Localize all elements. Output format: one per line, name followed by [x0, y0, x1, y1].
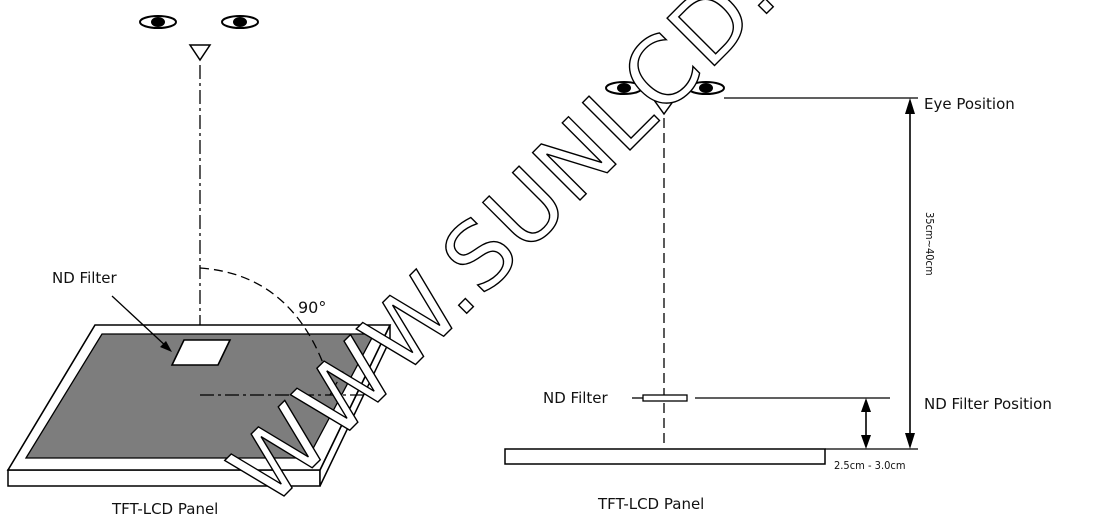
distance-arrow-top — [905, 98, 915, 114]
right-nd-filter — [642, 394, 688, 402]
right-diagram-left-eye-icon — [605, 81, 643, 95]
right-diagram-right-eye-icon — [687, 81, 725, 95]
left-eye-icon — [139, 15, 177, 29]
angle-label: 90° — [298, 298, 326, 317]
nd-filter-arrowhead — [160, 341, 172, 352]
gap-arrow-bottom — [861, 435, 871, 449]
right-viewpoint-triangle-icon — [652, 99, 676, 116]
right-panel-label: TFT-LCD Panel — [597, 495, 704, 513]
nd-filter-square — [170, 339, 232, 366]
eye-position-label: Eye Position — [924, 95, 1015, 113]
watermark-text: WWW.SUNLCD.N — [210, 0, 847, 522]
right-nd-filter-label: ND Filter — [543, 389, 609, 407]
distance-arrow-bottom — [905, 433, 915, 449]
left-nd-filter-label: ND Filter — [52, 269, 118, 287]
right-panel-bar — [504, 448, 826, 465]
angle-arc — [199, 267, 333, 391]
nd-filter-position-label: ND Filter Position — [924, 395, 1052, 413]
left-panel-label: TFT-LCD Panel — [111, 500, 218, 518]
right-setup: ND Filter Eye Position ND Filter Positio… — [504, 81, 1052, 513]
viewpoint-triangle-icon — [188, 44, 212, 62]
left-setup: ND Filter 90° TFT-LCD Panel — [6, 15, 392, 518]
panel-active-area — [24, 333, 376, 459]
gap-arrow-top — [861, 398, 871, 412]
distance-label: 35cm~40cm — [923, 212, 936, 276]
panel-tilt-line — [329, 367, 346, 396]
gap-label: 2.5cm - 3.0cm — [834, 459, 905, 472]
nd-filter-leader — [111, 295, 169, 349]
right-eye-icon — [221, 15, 259, 29]
